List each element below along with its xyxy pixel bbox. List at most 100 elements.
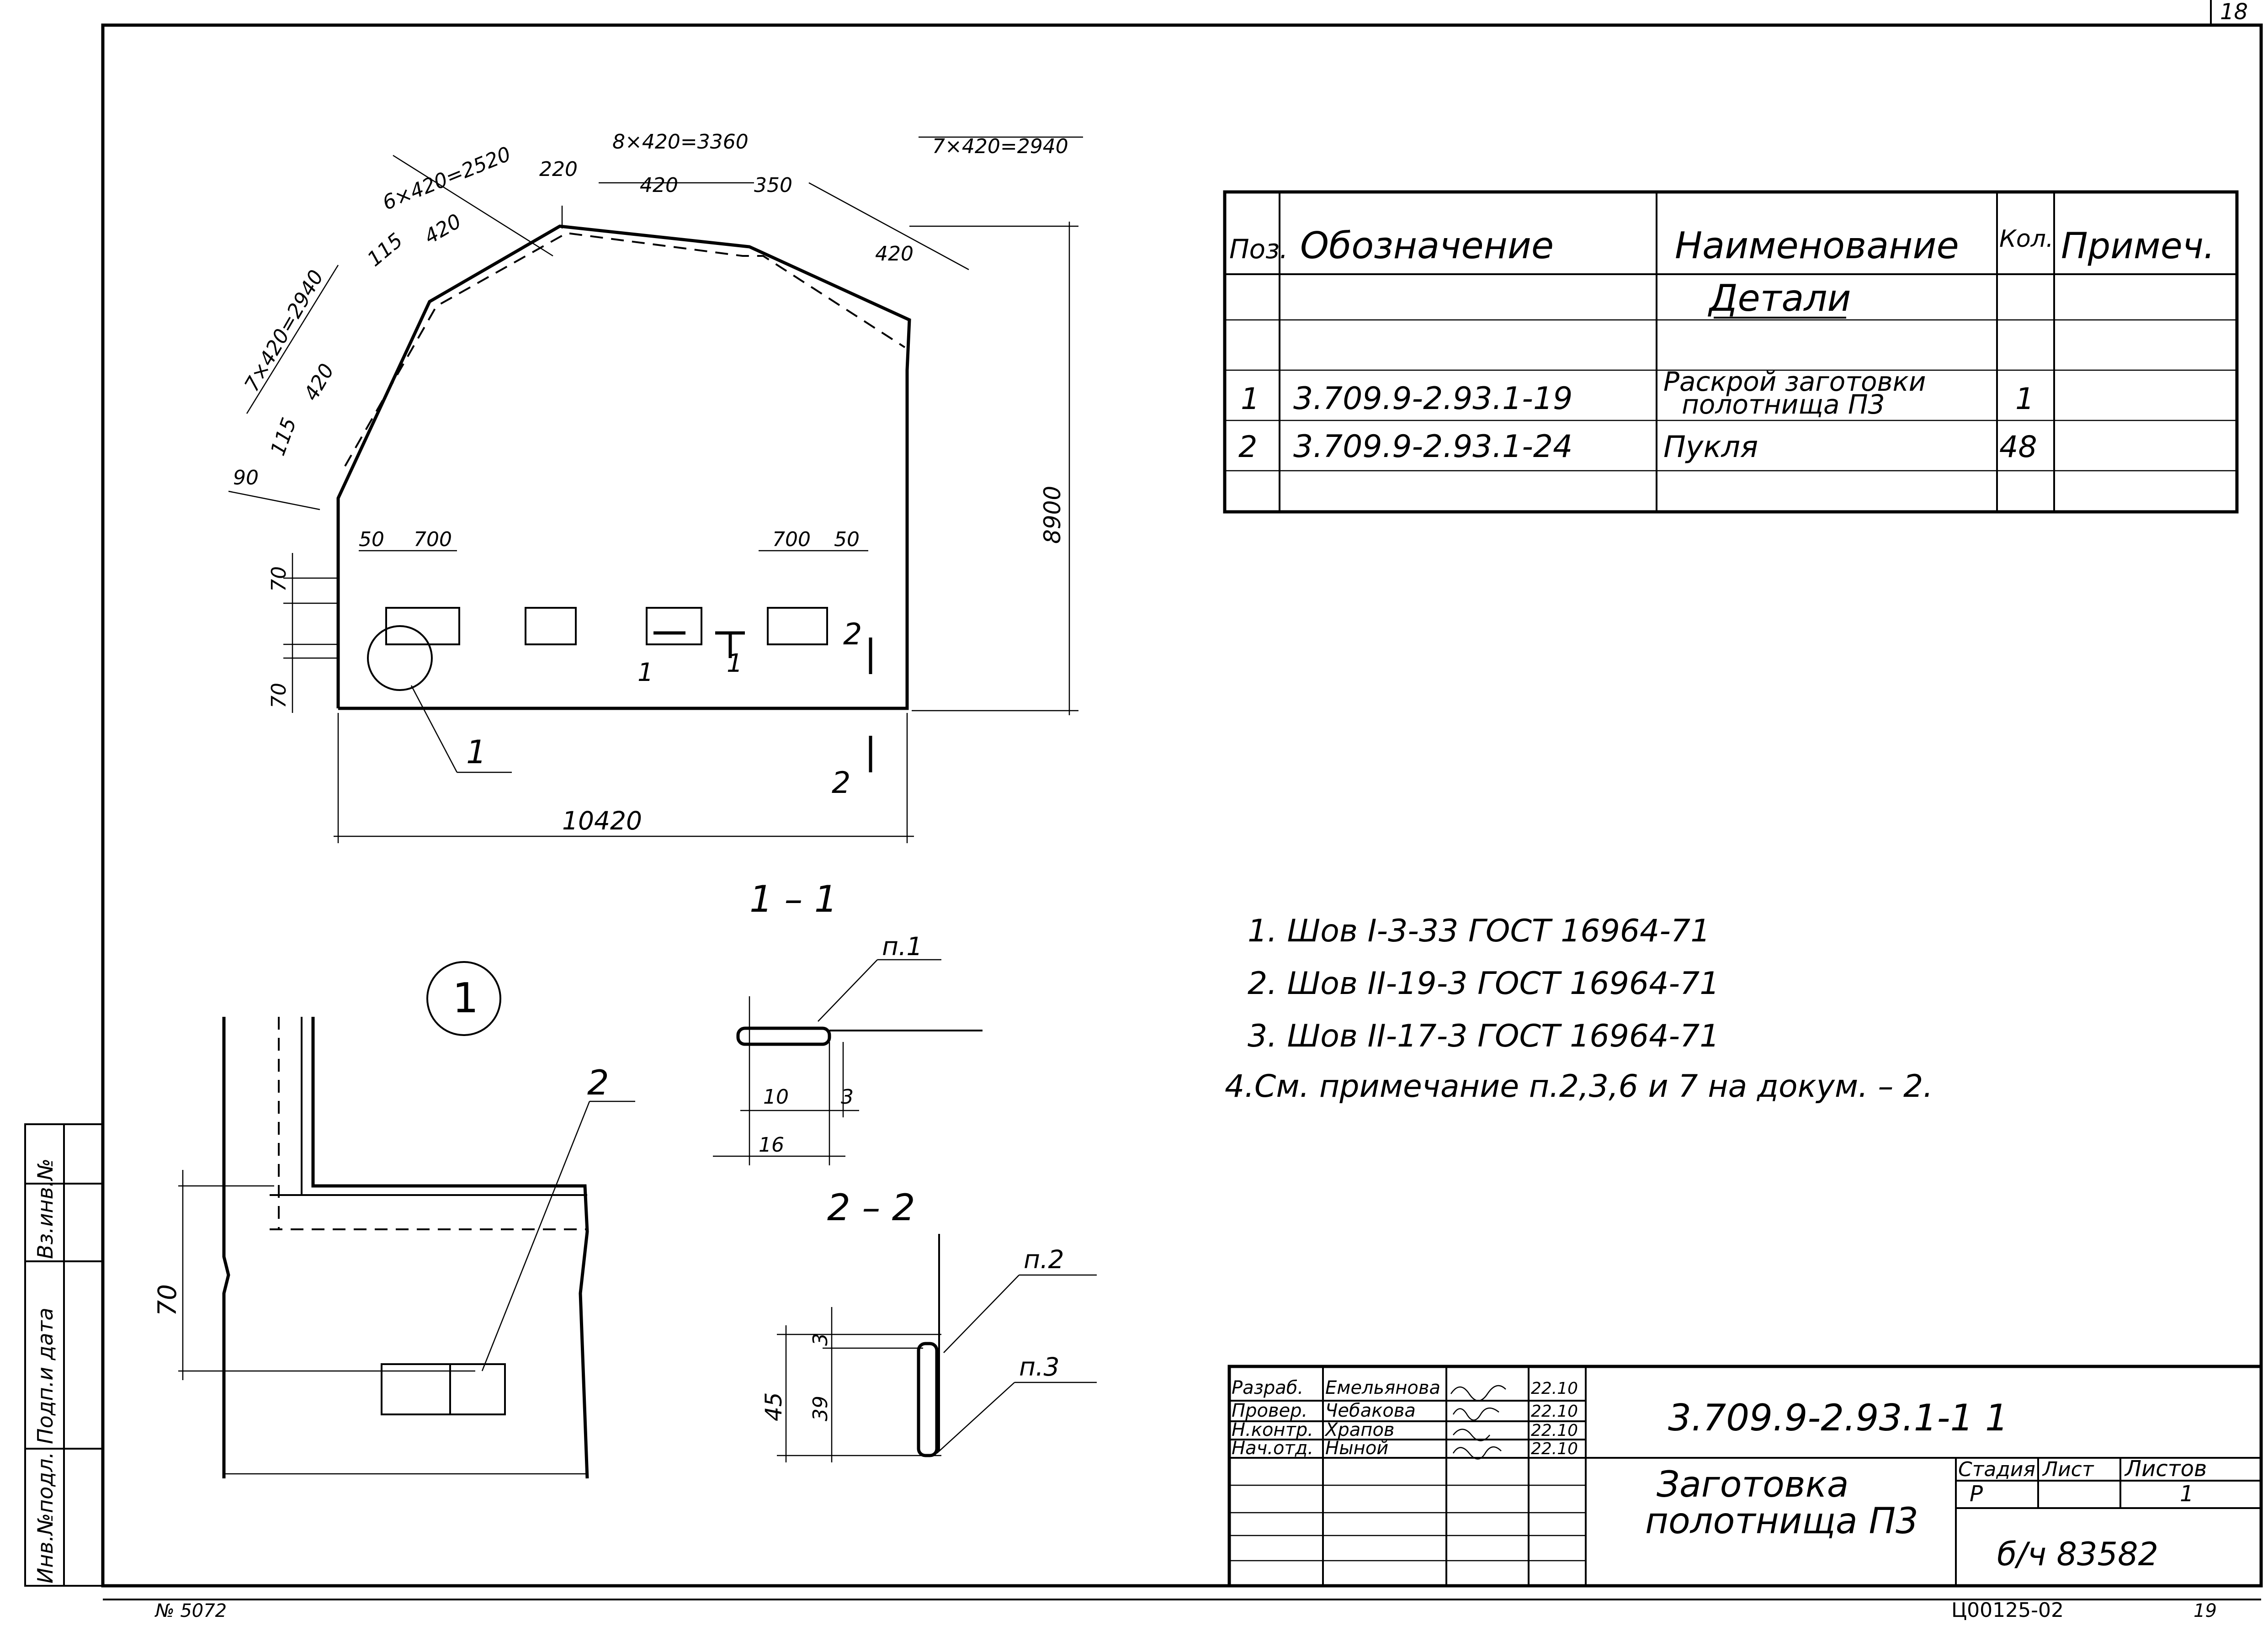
dim-70-bottom: 70 bbox=[267, 683, 291, 708]
signature-date: 22.10 bbox=[1531, 1379, 1578, 1398]
dim-8900: 8900 bbox=[1039, 486, 1066, 544]
corner-sheet-number: 18 bbox=[2220, 0, 2248, 25]
signature-name: Храпов bbox=[1324, 1419, 1395, 1440]
dim-10: 10 bbox=[763, 1085, 789, 1109]
sheets-value: 1 bbox=[2180, 1481, 2194, 1507]
panel-outline bbox=[336, 224, 911, 710]
signature-marks bbox=[1450, 1385, 1506, 1460]
section-title-1-1: 1 – 1 bbox=[749, 878, 838, 920]
dim-350: 350 bbox=[754, 174, 792, 197]
row-qty: 1 bbox=[2015, 382, 2034, 416]
weld-note-n1: п.1 bbox=[882, 932, 922, 961]
section-mark-1a: 1 bbox=[637, 658, 653, 687]
hole-row bbox=[367, 607, 872, 773]
dim-16: 16 bbox=[759, 1133, 784, 1157]
detail-callout-number: 1 bbox=[452, 974, 478, 1022]
table-row: 2 3.709.9-2.93.1-24 Пукля 48 bbox=[1238, 429, 2037, 465]
stage-value: Р bbox=[1970, 1481, 1983, 1507]
signature-name: Чебакова bbox=[1325, 1400, 1416, 1421]
signature-row: Н.контр. Храпов 22.10 bbox=[1232, 1419, 1578, 1440]
parts-table-grid bbox=[1223, 190, 2239, 514]
row-designation: 3.709.9-2.93.1-24 bbox=[1293, 429, 1572, 465]
hole bbox=[385, 607, 460, 645]
dim-220: 220 bbox=[539, 158, 578, 181]
detail-dim-70: 70 bbox=[153, 1284, 182, 1316]
table-header-qty: Кол. bbox=[1999, 225, 2054, 253]
detail-1 bbox=[178, 1017, 635, 1479]
document-title-line1: Заготовка bbox=[1657, 1464, 1849, 1505]
section-1-1 bbox=[713, 959, 983, 1165]
sheet-label: Лист bbox=[2042, 1458, 2094, 1481]
table-row: 1 3.709.9-2.93.1-19 Раскрой заготовки по… bbox=[1241, 366, 2034, 420]
signature-row: Разраб. Емельянова 22.10 bbox=[1232, 1377, 1578, 1398]
signature-date: 22.10 bbox=[1531, 1402, 1578, 1421]
dim-115-a: 115 bbox=[363, 228, 407, 271]
dim-420-b: 420 bbox=[875, 242, 914, 266]
dim-50-left: 50 bbox=[359, 528, 384, 551]
document-title-line2: полотнища П3 bbox=[1645, 1501, 1918, 1542]
signature-name: Емельянова bbox=[1325, 1377, 1440, 1398]
dim-3-s22: 3 bbox=[809, 1333, 832, 1346]
dim-10420: 10420 bbox=[562, 806, 642, 835]
sheet-frame bbox=[101, 0, 2263, 1600]
side-stamp-label-sign: Подп.и дата bbox=[33, 1307, 58, 1444]
dim-420-a: 420 bbox=[640, 174, 678, 197]
dim-7x420-right: 7×420=2940 bbox=[932, 135, 1068, 158]
dim-6x420: 6×420=2520 bbox=[379, 142, 514, 215]
section-2-2 bbox=[777, 1234, 1097, 1462]
dim-90: 90 bbox=[233, 466, 259, 489]
signature-row: Нач.отд. Ныной 22.10 bbox=[1232, 1438, 1578, 1459]
section-mark-2a: 2 bbox=[843, 617, 862, 652]
detail-callout-circle bbox=[426, 961, 501, 1036]
dim-39: 39 bbox=[809, 1396, 832, 1421]
dim-50-right: 50 bbox=[834, 528, 860, 551]
stage-label: Стадия bbox=[1958, 1458, 2035, 1481]
table-section-title: Детали bbox=[1708, 277, 1851, 319]
leader-label-pos1: 1 bbox=[466, 733, 487, 771]
row-name-line1: Пукля bbox=[1663, 430, 1758, 464]
weld-note-n2: п.2 bbox=[1024, 1245, 1064, 1274]
note-1: 1. Шов I-3-33 ГОСТ 16964-71 bbox=[1248, 913, 1710, 949]
dim-420-c: 420 bbox=[420, 209, 465, 249]
table-header-note: Примеч. bbox=[2061, 226, 2215, 267]
dim-700-right: 700 bbox=[772, 528, 811, 551]
section-mark-1b: 1 bbox=[727, 648, 743, 678]
side-stamp-label-inv: Инв.№подл. bbox=[33, 1452, 58, 1583]
archive-number: б/ч 83582 bbox=[1997, 1536, 2158, 1573]
signature-date: 22.10 bbox=[1531, 1421, 1578, 1440]
side-stamp bbox=[24, 1123, 104, 1587]
note-2: 2. Шов II-19-3 ГОСТ 16964-71 bbox=[1248, 966, 1720, 1002]
section-title-2-2: 2 – 2 bbox=[827, 1186, 915, 1229]
side-stamp-label-replace: Вз.инв.№ bbox=[33, 1158, 58, 1259]
hole bbox=[525, 607, 577, 645]
sheets-label: Листов bbox=[2124, 1456, 2207, 1482]
signature-role: Нач.отд. bbox=[1232, 1438, 1313, 1459]
title-block-grid bbox=[1227, 1365, 2263, 1588]
signature-row: Провер. Чебакова 22.10 bbox=[1232, 1400, 1578, 1421]
dim-70-top: 70 bbox=[267, 566, 291, 592]
signature-role: Разраб. bbox=[1232, 1377, 1303, 1398]
section-mark-2b: 2 bbox=[832, 766, 850, 800]
dim-3-s11: 3 bbox=[841, 1085, 854, 1109]
bottom-left-note: № 5072 bbox=[154, 1600, 227, 1621]
dim-700-left: 700 bbox=[414, 528, 452, 551]
dim-420-d: 420 bbox=[299, 360, 339, 404]
document-code: 3.709.9-2.93.1-1 1 bbox=[1668, 1397, 2008, 1439]
leader-label-pos2: 2 bbox=[587, 1063, 609, 1103]
detail-circle-marker bbox=[367, 625, 433, 691]
dimple-symbol bbox=[381, 1363, 506, 1415]
signature-name: Ныной bbox=[1325, 1438, 1388, 1459]
note-3: 3. Шов II-17-3 ГОСТ 16964-71 bbox=[1248, 1018, 1720, 1054]
row-qty: 48 bbox=[1999, 430, 2037, 464]
row-name-line1: Раскрой заготовки bbox=[1663, 366, 1926, 397]
row-designation: 3.709.9-2.93.1-19 bbox=[1293, 381, 1572, 417]
hole bbox=[767, 607, 828, 645]
row-pos: 1 bbox=[1241, 382, 1259, 416]
row-name-line2: полотнища П3 bbox=[1682, 389, 1885, 420]
note-4: 4.См. примечание п.2,3,6 и 7 на докум. –… bbox=[1225, 1068, 1933, 1105]
weld-note-n3: п.3 bbox=[1019, 1352, 1059, 1382]
table-header-pos: Поз. bbox=[1229, 234, 1288, 265]
dim-45: 45 bbox=[760, 1392, 787, 1421]
signature-role: Провер. bbox=[1232, 1400, 1307, 1421]
